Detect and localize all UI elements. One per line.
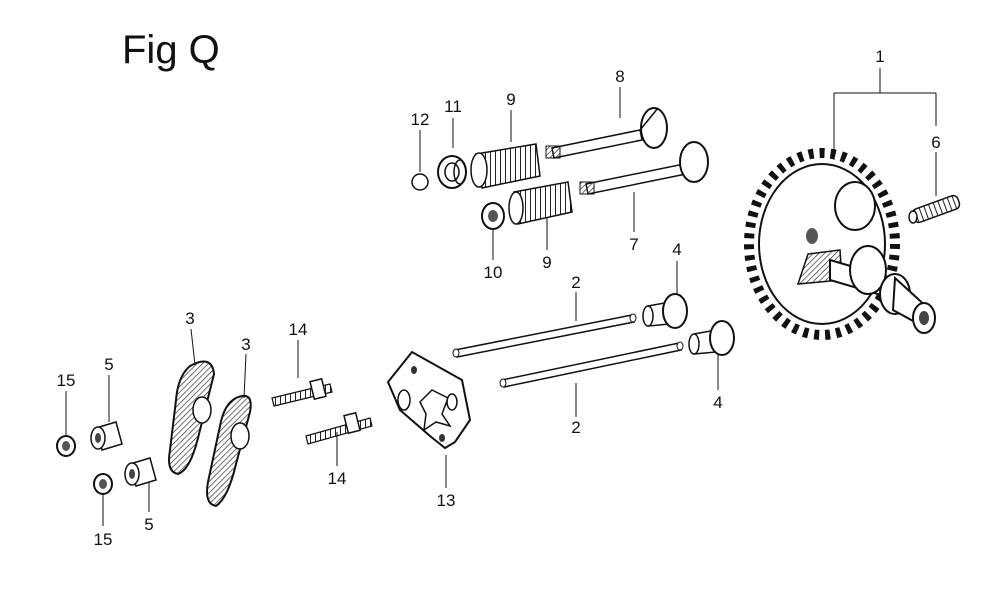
stud-part-14-upper — [271, 377, 333, 407]
callout-14-upper: 14 — [289, 320, 308, 339]
collar-part-5-upper — [90, 421, 123, 451]
rocker-arm-part-3-left — [168, 360, 216, 476]
callout-4-upper: 4 — [672, 240, 681, 259]
callout-3-left: 3 — [185, 309, 194, 328]
camshaft-gear-part-1 — [744, 148, 936, 340]
guide-plate-part-13 — [386, 350, 472, 450]
nut-part-15-lower — [93, 473, 113, 495]
push-rod-part-2-upper — [452, 313, 637, 358]
callout-12: 12 — [411, 110, 430, 129]
callout-15-upper: 15 — [57, 371, 76, 390]
callout-6: 6 — [931, 133, 940, 152]
callout-labels: 1 6 8 9 11 12 10 9 7 4 4 2 2 3 3 14 14 1… — [57, 47, 941, 549]
callout-2-lower: 2 — [571, 418, 580, 437]
callout-5-upper: 5 — [104, 355, 113, 374]
nut-part-15-upper — [56, 435, 76, 457]
callout-3-right: 3 — [241, 335, 250, 354]
valve-spring-part-9-upper — [470, 143, 541, 189]
retainer-part-11 — [437, 155, 467, 189]
callout-2-upper: 2 — [571, 273, 580, 292]
figure-title: Fig Q — [122, 28, 220, 72]
callout-13: 13 — [437, 491, 456, 510]
leader-lines — [65, 68, 937, 526]
callout-4-lower: 4 — [713, 393, 722, 412]
valve-part-8 — [545, 107, 668, 159]
washer-part-10 — [481, 202, 505, 230]
callout-10: 10 — [484, 263, 503, 282]
callout-1: 1 — [875, 47, 884, 66]
callout-9-lower: 9 — [542, 253, 551, 272]
callout-5-lower: 5 — [144, 515, 153, 534]
callout-8: 8 — [615, 67, 624, 86]
cap-part-12 — [411, 173, 429, 191]
pin-part-6 — [908, 194, 961, 224]
callout-9-upper: 9 — [506, 90, 515, 109]
callout-15-lower: 15 — [94, 530, 113, 549]
valve-part-7 — [579, 141, 709, 195]
callout-11: 11 — [444, 97, 462, 116]
rocker-arm-part-3-right — [206, 394, 252, 508]
callout-7: 7 — [629, 235, 638, 254]
callout-14-lower: 14 — [328, 469, 347, 488]
valve-spring-part-9-lower — [508, 181, 573, 225]
tappet-part-4-upper — [642, 293, 688, 329]
collar-part-5-lower — [124, 457, 157, 487]
stud-part-14-lower — [305, 411, 373, 445]
tappet-part-4-lower — [688, 320, 735, 356]
push-rod-part-2-lower — [499, 341, 684, 388]
